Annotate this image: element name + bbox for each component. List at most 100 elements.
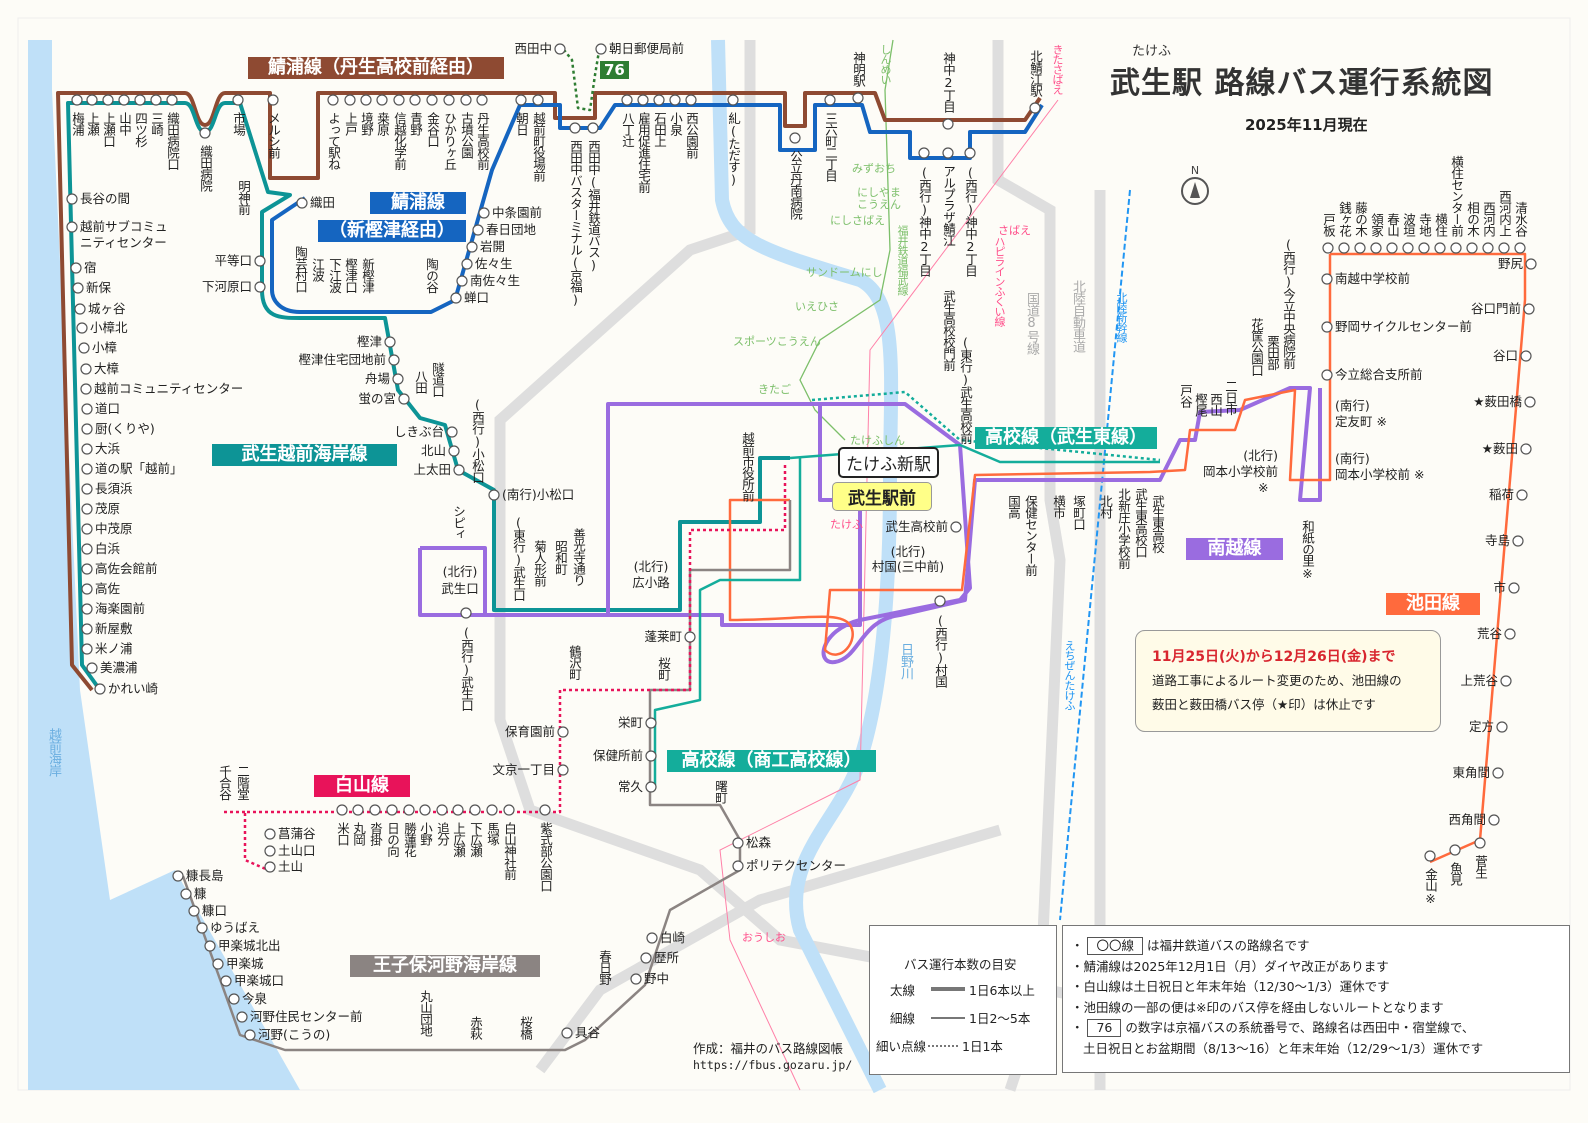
bus-stop-marker[interactable]	[515, 94, 527, 106]
bus-stop-marker[interactable]	[403, 804, 415, 816]
bus-stop-marker[interactable]	[824, 94, 836, 106]
bus-stop-marker[interactable]	[81, 583, 93, 595]
bus-stop-marker[interactable]	[386, 804, 398, 816]
bus-stop-marker[interactable]	[254, 281, 266, 293]
bus-stop-marker[interactable]	[446, 426, 458, 438]
bus-stop-marker[interactable]	[426, 94, 438, 106]
bus-stop-marker[interactable]	[1370, 242, 1382, 254]
bus-stop-marker[interactable]	[1402, 242, 1414, 254]
bus-stop-marker[interactable]	[684, 631, 696, 643]
bus-stop-marker[interactable]	[1482, 242, 1494, 254]
bus-stop-marker[interactable]	[264, 828, 276, 840]
bus-stop-marker[interactable]	[1520, 443, 1532, 455]
bus-stop-marker[interactable]	[134, 94, 146, 106]
bus-stop-marker[interactable]	[621, 94, 633, 106]
bus-stop-marker[interactable]	[488, 489, 500, 501]
bus-stop-marker[interactable]	[71, 94, 83, 106]
bus-stop-marker[interactable]	[296, 197, 308, 209]
bus-stop-marker[interactable]	[78, 342, 90, 354]
bus-stop-marker[interactable]	[1466, 242, 1478, 254]
bus-stop-marker[interactable]	[554, 43, 566, 55]
bus-stop-marker[interactable]	[86, 662, 98, 674]
bus-stop-marker[interactable]	[1029, 102, 1041, 114]
bus-stop-marker[interactable]	[456, 275, 468, 287]
bus-stop-marker[interactable]	[1504, 628, 1516, 640]
bus-stop-marker[interactable]	[150, 94, 162, 106]
bus-stop-marker[interactable]	[80, 363, 92, 375]
bus-stop-marker[interactable]	[1525, 258, 1537, 270]
bus-stop-marker[interactable]	[344, 94, 356, 106]
bus-stop-marker[interactable]	[172, 870, 184, 882]
credit-url[interactable]: https://fbus.gozaru.jp/	[693, 1058, 853, 1072]
bus-stop-marker[interactable]	[118, 94, 130, 106]
bus-stop-marker[interactable]	[244, 1029, 256, 1041]
bus-stop-marker[interactable]	[1512, 535, 1524, 547]
bus-stop-marker[interactable]	[360, 94, 372, 106]
bus-stop-marker[interactable]	[188, 905, 200, 917]
bus-stop-marker[interactable]	[232, 94, 244, 106]
bus-stop-marker[interactable]	[653, 94, 665, 106]
bus-stop-marker[interactable]	[1322, 242, 1334, 254]
bus-stop-marker[interactable]	[476, 94, 488, 106]
bus-stop-marker[interactable]	[557, 764, 569, 776]
bus-stop-marker[interactable]	[1418, 242, 1430, 254]
bus-stop-marker[interactable]	[1520, 350, 1532, 362]
bus-stop-marker[interactable]	[102, 94, 114, 106]
bus-stop-marker[interactable]	[80, 383, 92, 395]
bus-stop-marker[interactable]	[1508, 582, 1520, 594]
bus-stop-marker[interactable]	[1500, 675, 1512, 687]
bus-stop-marker[interactable]	[81, 543, 93, 555]
bus-stop-marker[interactable]	[1321, 369, 1333, 381]
bus-stop-marker[interactable]	[1450, 242, 1462, 254]
bus-stop-marker[interactable]	[727, 94, 739, 106]
bus-stop-marker[interactable]	[478, 207, 490, 219]
bus-stop-marker[interactable]	[1321, 273, 1333, 285]
bus-stop-marker[interactable]	[934, 595, 946, 607]
bus-stop-marker[interactable]	[486, 804, 498, 816]
bus-stop-marker[interactable]	[466, 241, 478, 253]
bus-stop-marker[interactable]	[76, 322, 88, 334]
bus-stop-marker[interactable]	[86, 94, 98, 106]
bus-stop-marker[interactable]	[72, 282, 84, 294]
bus-stop-marker[interactable]	[336, 804, 348, 816]
bus-stop-marker[interactable]	[452, 804, 464, 816]
bus-stop-marker[interactable]	[81, 443, 93, 455]
bus-stop-marker[interactable]	[732, 837, 744, 849]
bus-stop-marker[interactable]	[1321, 321, 1333, 333]
bus-stop-marker[interactable]	[918, 147, 930, 159]
bus-stop-marker[interactable]	[1496, 721, 1508, 733]
bus-stop-marker[interactable]	[196, 922, 208, 934]
bus-stop-marker[interactable]	[942, 118, 954, 130]
bus-stop-marker[interactable]	[70, 262, 82, 274]
bus-stop-marker[interactable]	[1523, 303, 1535, 315]
bus-stop-marker[interactable]	[436, 804, 448, 816]
bus-stop-marker[interactable]	[81, 523, 93, 535]
bus-stop-marker[interactable]	[204, 940, 216, 952]
bus-stop-marker[interactable]	[469, 804, 481, 816]
bus-stop-marker[interactable]	[637, 94, 649, 106]
bus-stop-marker[interactable]	[199, 127, 211, 139]
bus-stop-marker[interactable]	[66, 221, 78, 233]
bus-stop-marker[interactable]	[732, 860, 744, 872]
bus-stop-marker[interactable]	[393, 94, 405, 106]
bus-stop-marker[interactable]	[1498, 242, 1510, 254]
bus-stop-marker[interactable]	[81, 503, 93, 515]
bus-stop-marker[interactable]	[950, 521, 962, 533]
bus-stop-marker[interactable]	[384, 336, 396, 348]
bus-stop-marker[interactable]	[254, 255, 266, 267]
bus-stop-marker[interactable]	[392, 373, 404, 385]
bus-stop-marker[interactable]	[561, 1027, 573, 1039]
bus-stop-marker[interactable]	[569, 122, 581, 134]
bus-stop-marker[interactable]	[1424, 850, 1436, 862]
bus-stop-marker[interactable]	[81, 643, 93, 655]
bus-stop-marker[interactable]	[66, 193, 78, 205]
bus-stop-marker[interactable]	[419, 804, 431, 816]
bus-stop-marker[interactable]	[685, 94, 697, 106]
bus-stop-marker[interactable]	[460, 607, 472, 619]
bus-stop-marker[interactable]	[587, 122, 599, 134]
bus-stop-marker[interactable]	[236, 1011, 248, 1023]
bus-stop-marker[interactable]	[448, 445, 460, 457]
bus-stop-marker[interactable]	[1492, 767, 1504, 779]
bus-stop-marker[interactable]	[352, 804, 364, 816]
bus-stop-marker[interactable]	[81, 403, 93, 415]
